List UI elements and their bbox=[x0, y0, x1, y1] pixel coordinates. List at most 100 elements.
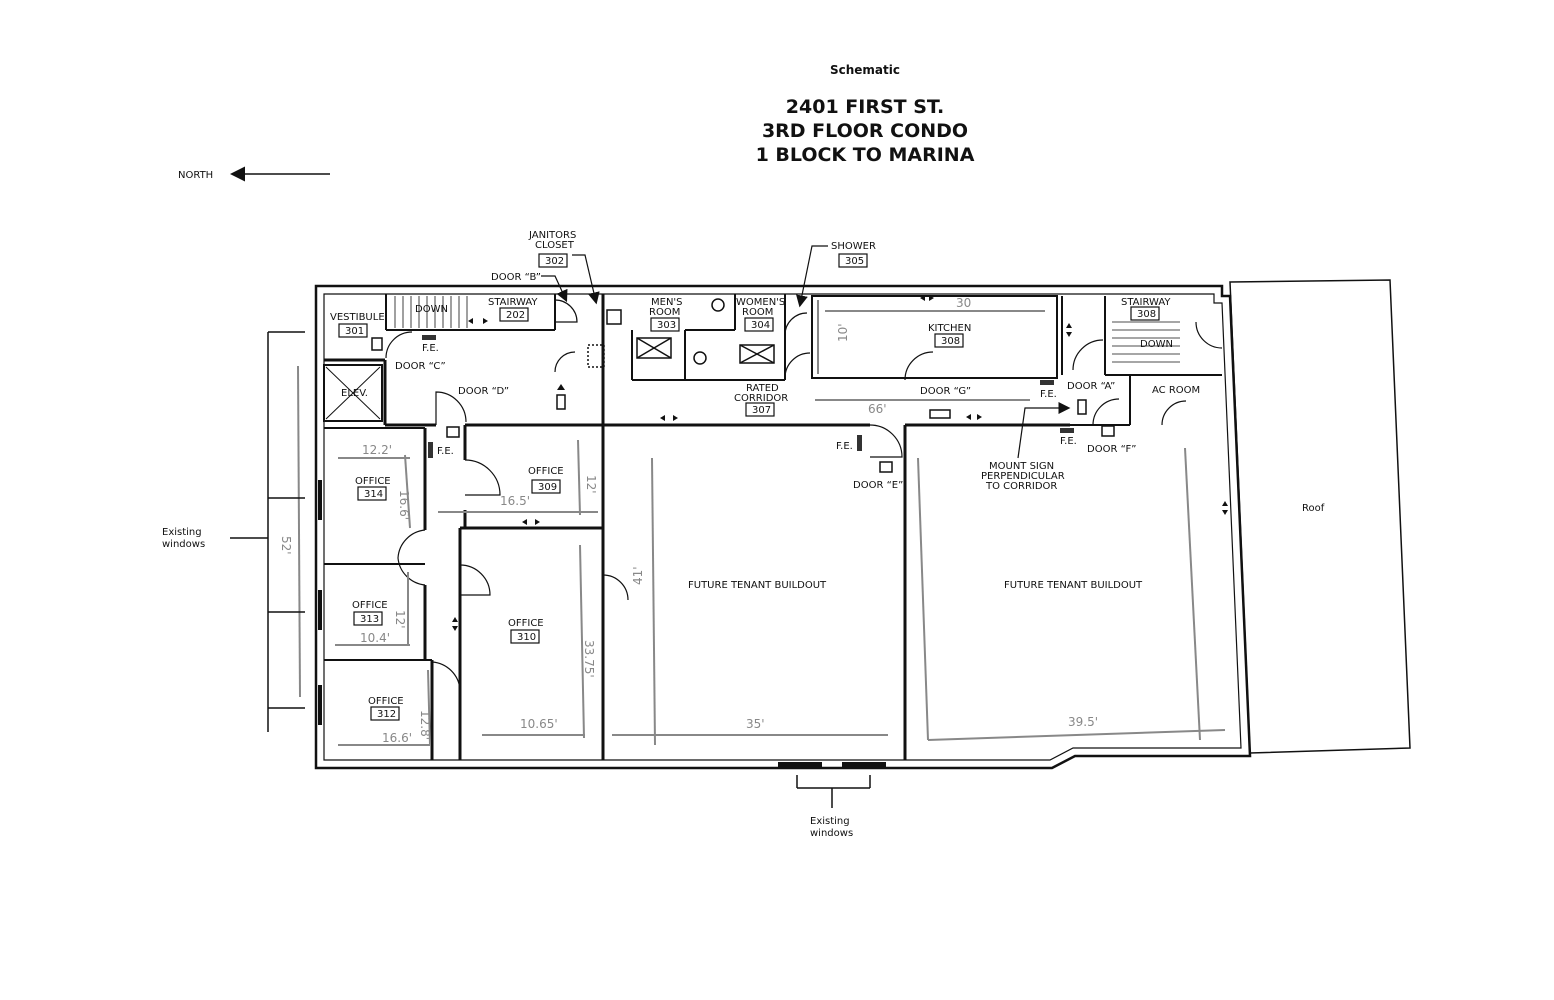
shower-number: 305 bbox=[845, 256, 864, 267]
room-office-314: OFFICE 314 bbox=[355, 476, 391, 501]
room-ac: AC ROOM bbox=[1152, 385, 1200, 396]
dim-o309-d: 12' bbox=[584, 475, 598, 494]
room-stairway-308: STAIRWAY 308 DOWN bbox=[1121, 297, 1173, 350]
room-number: 303 bbox=[657, 320, 676, 331]
door-a-label: DOOR “A” bbox=[1067, 381, 1115, 392]
fire-extinguisher-icon bbox=[1060, 428, 1074, 433]
room-name-line1: WOMEN'S bbox=[736, 297, 785, 308]
north-label: NORTH bbox=[178, 170, 213, 181]
dim-o310-d: 33.75' bbox=[582, 640, 596, 678]
existing-windows-south-line1: Existing bbox=[810, 816, 850, 827]
room-number: 314 bbox=[364, 489, 383, 500]
room-name: OFFICE bbox=[508, 618, 544, 629]
dim-o310-w: 10.65' bbox=[520, 717, 558, 731]
room-elevator: ELEV. bbox=[341, 388, 368, 399]
mount-sign-arrow-icon bbox=[1017, 402, 1071, 459]
room-tenant-west: FUTURE TENANT BUILDOUT bbox=[688, 580, 827, 591]
existing-windows-south-line2: windows bbox=[810, 828, 853, 839]
room-name-line1: MEN'S bbox=[651, 297, 683, 308]
room-name-line2: ROOM bbox=[742, 307, 773, 318]
dim-o313-d: 12' bbox=[393, 610, 407, 629]
room-name-line2: ROOM bbox=[649, 307, 680, 318]
existing-windows-west-line2: windows bbox=[162, 539, 205, 550]
fire-extinguisher-icon bbox=[857, 435, 862, 451]
shower-arrow-icon bbox=[796, 245, 828, 308]
exit-signs bbox=[371, 295, 1228, 631]
room-office-312: OFFICE 312 bbox=[368, 696, 404, 721]
room-number: 309 bbox=[538, 482, 557, 493]
exit-arrow-icon bbox=[468, 318, 488, 324]
room-name: OFFICE bbox=[528, 466, 564, 477]
room-number: 312 bbox=[377, 709, 396, 720]
dim-o312-d: 12.8' bbox=[418, 710, 432, 740]
door-d-label: DOOR “D” bbox=[458, 386, 509, 397]
door-swings bbox=[385, 299, 1223, 691]
schematic-label: Schematic bbox=[829, 63, 900, 77]
door-b-arrow-icon bbox=[541, 275, 568, 303]
door-c-label: DOOR “C” bbox=[395, 361, 446, 372]
room-name: ELEV. bbox=[341, 388, 368, 399]
exit-arrow-icon bbox=[966, 414, 982, 420]
existing-windows-south: Existing windows bbox=[778, 762, 886, 839]
dim-tenant-w-d: 41' bbox=[631, 566, 645, 585]
exit-sign-icon bbox=[371, 337, 383, 351]
dim-tenant-e-w: 39.5' bbox=[1068, 715, 1098, 729]
room-number: 308 bbox=[941, 336, 960, 347]
fire-extinguisher-icon bbox=[428, 442, 433, 458]
fire-extinguisher-icon bbox=[1040, 380, 1054, 385]
dim-o314-w: 12.2' bbox=[362, 443, 392, 457]
room-number: 313 bbox=[360, 614, 379, 625]
room-number: 307 bbox=[752, 405, 771, 416]
title-line-floor: 3RD FLOOR CONDO bbox=[761, 120, 969, 142]
janitors-line1: JANITORS bbox=[528, 230, 576, 241]
stair-down-label: DOWN bbox=[1140, 339, 1173, 350]
fire-extinguisher-icon bbox=[422, 335, 436, 340]
exit-sign-icon bbox=[1077, 399, 1087, 415]
fe-label: F.E. bbox=[1060, 436, 1077, 447]
exterior-walls bbox=[314, 284, 1252, 770]
dim-tenant-w-w: 35' bbox=[746, 717, 765, 731]
exit-sign-icon bbox=[929, 409, 951, 419]
room-vestibule: VESTIBULE 301 bbox=[330, 312, 385, 338]
room-name: OFFICE bbox=[352, 600, 388, 611]
room-office-310: OFFICE 310 bbox=[508, 618, 544, 644]
callout-mount-sign: MOUNT SIGN PERPENDICULAR TO CORRIDOR bbox=[981, 402, 1071, 492]
room-number: 301 bbox=[345, 326, 364, 337]
exit-arrow-icon bbox=[1222, 501, 1228, 515]
room-number: 304 bbox=[751, 320, 770, 331]
room-name: OFFICE bbox=[368, 696, 404, 707]
existing-windows-west: Existing windows bbox=[162, 331, 322, 732]
fe-label: F.E. bbox=[437, 446, 454, 457]
door-b-label: DOOR “B” bbox=[491, 272, 541, 283]
exit-arrow-icon bbox=[452, 617, 458, 631]
exit-arrow-icon bbox=[557, 384, 565, 390]
room-name: FUTURE TENANT BUILDOUT bbox=[1004, 580, 1143, 591]
existing-windows-west-line1: Existing bbox=[162, 527, 202, 538]
exit-sign-icon bbox=[556, 394, 566, 410]
janitors-arrow-icon bbox=[572, 254, 600, 305]
room-corridor: RATED CORRIDOR 307 bbox=[734, 383, 788, 417]
door-f-label: DOOR “F” bbox=[1087, 444, 1136, 455]
exit-sign-icon bbox=[1101, 425, 1115, 437]
restroom-fixtures bbox=[587, 298, 775, 368]
exit-arrow-icon bbox=[920, 295, 934, 301]
room-womens: WOMEN'S ROOM 304 bbox=[736, 297, 785, 332]
dim-corridor: 66' bbox=[868, 402, 887, 416]
room-name: STAIRWAY bbox=[488, 297, 538, 308]
shower-label: SHOWER bbox=[831, 241, 876, 252]
room-office-313: OFFICE 313 bbox=[352, 600, 388, 626]
fe-label: F.E. bbox=[1040, 389, 1057, 400]
fire-extinguishers: F.E. F.E. F.E. F.E. F.E. bbox=[422, 335, 1077, 458]
exit-sign-icon bbox=[879, 461, 893, 473]
roof-area: Roof bbox=[1229, 279, 1411, 754]
mount-sign-line1: MOUNT SIGN bbox=[989, 461, 1054, 472]
stair-down-label: DOWN bbox=[415, 304, 448, 315]
dim-o314-d: 16.6' bbox=[397, 490, 411, 520]
callout-shower: SHOWER 305 bbox=[796, 241, 876, 308]
room-name: KITCHEN bbox=[928, 323, 971, 334]
dim-kitchen-d: 10' bbox=[836, 323, 850, 342]
room-kitchen: KITCHEN 308 bbox=[928, 323, 971, 348]
room-stairway-202: DOWN STAIRWAY 202 bbox=[415, 297, 538, 322]
room-number: 308 bbox=[1137, 309, 1156, 320]
fe-label: F.E. bbox=[836, 441, 853, 452]
